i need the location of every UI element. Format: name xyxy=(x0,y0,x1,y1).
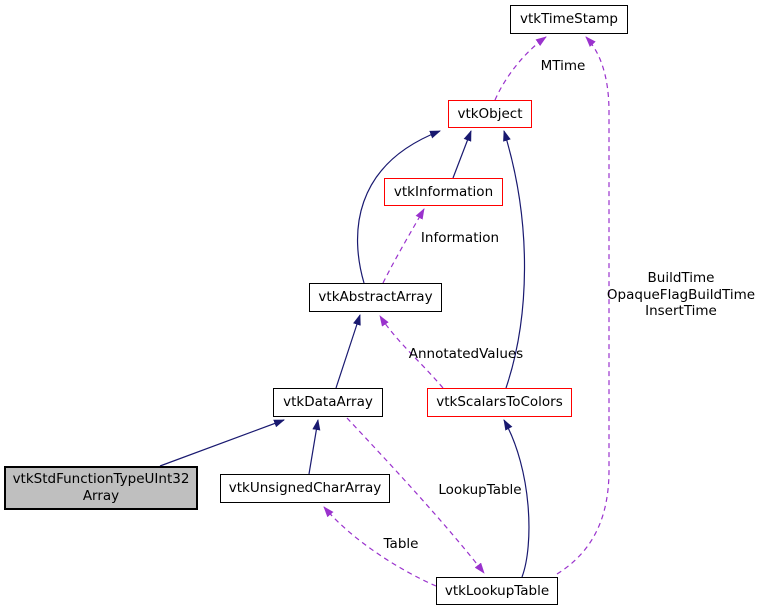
edge-label-lookuptable: LookupTable xyxy=(438,482,522,498)
node-label-line1: vtkStdFunctionTypeUInt32 xyxy=(12,471,190,488)
node-vtkstdfunctiontypeuint32array: vtkStdFunctionTypeUInt32 Array xyxy=(4,466,198,510)
node-label: vtkTimeStamp xyxy=(520,11,618,28)
node-label: vtkScalarsToColors xyxy=(436,394,563,411)
edge-vtkunsignedchararray-to-vtkdataarray xyxy=(308,419,321,475)
edge-label-buildtime: BuildTime xyxy=(647,270,715,286)
node-vtkinformation[interactable]: vtkInformation xyxy=(384,178,503,206)
node-vtkabstractarray[interactable]: vtkAbstractArray xyxy=(309,283,442,312)
node-vtklookuptable[interactable]: vtkLookupTable xyxy=(436,577,558,605)
edge-vtkabstractarray-to-vtkinformation-information xyxy=(382,208,425,284)
node-label: vtkAbstractArray xyxy=(318,289,433,306)
edge-vtkdataarray-to-vtklookuptable-lookuptable xyxy=(346,417,485,574)
node-vtktimestamp[interactable]: vtkTimeStamp xyxy=(510,5,628,34)
node-vtkdataarray[interactable]: vtkDataArray xyxy=(273,388,383,417)
edge-label-opaqueflagbuildtime: OpaqueFlagBuildTime xyxy=(606,286,756,303)
edge-vtkobject-to-vtktimestamp-mtime xyxy=(494,36,547,101)
edge-vtkscalarstocolors-to-vtkabstractarray-annotatedvalues xyxy=(379,315,444,389)
edge-label-information: Information xyxy=(420,230,500,246)
edge-vtklookuptable-to-vtktimestamp-buildtime xyxy=(556,36,610,575)
node-label-line2: Array xyxy=(82,488,120,504)
edge-label-table: Table xyxy=(383,536,419,552)
node-label: vtkLookupTable xyxy=(444,582,550,599)
edge-label-annotatedvalues: AnnotatedValues xyxy=(408,346,524,362)
edge-vtkinformation-to-vtkobject xyxy=(452,130,472,179)
node-label: vtkUnsignedCharArray xyxy=(228,480,382,497)
edge-vtkdataarray-to-vtkabstractarray xyxy=(335,314,361,389)
node-label: vtkObject xyxy=(457,105,523,122)
node-vtkobject[interactable]: vtkObject xyxy=(448,100,532,128)
edge-vtkabstractarray-to-vtkobject xyxy=(356,130,441,284)
edge-label-inserttime: InsertTime xyxy=(645,303,717,319)
node-label: vtkDataArray xyxy=(283,394,373,411)
node-label: vtkInformation xyxy=(393,183,494,200)
edge-vtklookuptable-to-vtkscalarstocolors xyxy=(503,419,530,578)
edge-vtkscalarstocolors-to-vtkobject xyxy=(503,130,526,389)
edge-vtkstdfunctionarray-to-vtkdataarray xyxy=(159,419,285,467)
edge-label-mtime: MTime xyxy=(540,58,586,74)
edge-label-buildtime-group: BuildTime OpaqueFlagBuildTime InsertTime xyxy=(604,270,758,320)
node-vtkscalarstocolors[interactable]: vtkScalarsToColors xyxy=(427,388,572,417)
node-vtkunsignedchararray[interactable]: vtkUnsignedCharArray xyxy=(220,474,390,503)
